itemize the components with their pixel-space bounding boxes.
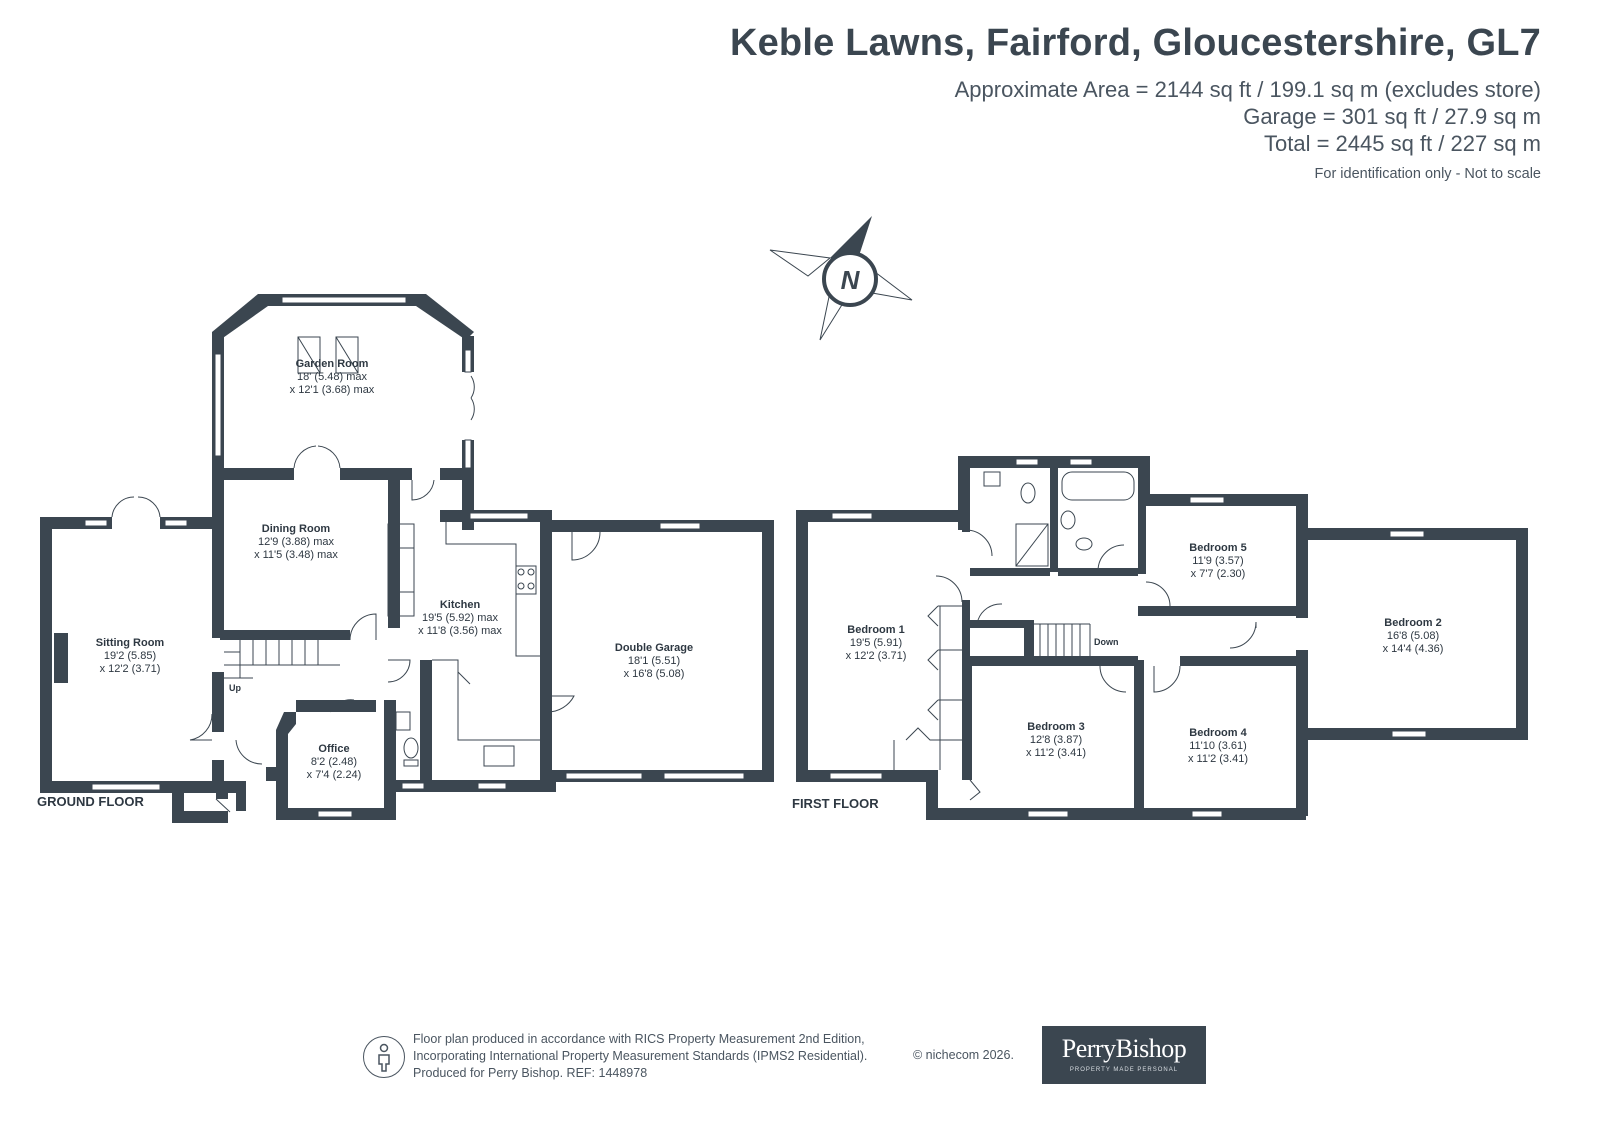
footer-notes: Floor plan produced in accordance with R… (413, 1031, 867, 1082)
footer-copyright: © nichecom 2026. (913, 1048, 1014, 1062)
bedroom-2-name: Bedroom 2 (1384, 617, 1441, 629)
bedroom-3-dim1: 12'8 (3.87) (1030, 734, 1082, 746)
logo-tagline: PROPERTY MADE PERSONAL (1069, 1067, 1179, 1073)
bedroom-4-name: Bedroom 4 (1189, 727, 1247, 739)
sitting-room-dim1: 19'2 (5.85) (104, 650, 156, 662)
garden-room-name: Garden Room (296, 358, 369, 370)
total-area: Total = 2445 sq ft / 227 sq m (1264, 131, 1541, 156)
office-name: Office (318, 743, 349, 755)
ground-room-labels: Garden Room 18' (5.48) max x 12'1 (3.68)… (37, 358, 693, 809)
property-title: Keble Lawns, Fairford, Gloucestershire, … (729, 22, 1541, 64)
bedroom-3-name: Bedroom 3 (1027, 721, 1084, 733)
bedroom-3-dim2: x 11'2 (3.41) (1026, 747, 1086, 759)
bedroom-2-dim1: 16'8 (5.08) (1387, 630, 1439, 642)
first-floor-plan (796, 456, 1528, 820)
garage-dim2: x 16'8 (5.08) (624, 668, 685, 680)
bedroom-4-dim2: x 11'2 (3.41) (1188, 753, 1248, 765)
logo-name: PerryBishop (1061, 1034, 1187, 1063)
approximate-area: Approximate Area = 2144 sq ft / 199.1 sq… (954, 77, 1541, 102)
sitting-room-name: Sitting Room (96, 637, 165, 649)
agency-logo: PerryBishop PROPERTY MADE PERSONAL (1042, 1026, 1206, 1084)
bedroom-1-dim1: 19'5 (5.91) (850, 637, 902, 649)
dining-room-name: Dining Room (262, 523, 331, 535)
dining-room-dim1: 12'9 (3.88) max (258, 536, 335, 548)
kitchen-dim2: x 11'8 (3.56) max (418, 625, 502, 637)
bedroom-1-dim2: x 12'2 (3.71) (846, 650, 907, 662)
compass-rose-icon: N (769, 216, 913, 341)
footer-line-3: Produced for Perry Bishop. REF: 1448978 (413, 1066, 648, 1080)
footer-line-1: Floor plan produced in accordance with R… (413, 1032, 865, 1046)
stairs-up-label: Up (229, 683, 241, 693)
office-dim1: 8'2 (2.48) (311, 756, 357, 768)
stairs-down-label: Down (1094, 637, 1119, 647)
bedroom-2-dim2: x 14'4 (4.36) (1383, 643, 1444, 655)
bedroom-1-name: Bedroom 1 (847, 624, 904, 636)
kitchen-dim1: 19'5 (5.92) max (422, 612, 499, 624)
sitting-room-dim2: x 12'2 (3.71) (100, 663, 161, 675)
garage-dim1: 18'1 (5.51) (628, 655, 680, 667)
garden-room-dim2: x 12'1 (3.68) max (290, 384, 375, 396)
garden-room-dim1: 18' (5.48) max (297, 371, 367, 383)
bedroom-5-name: Bedroom 5 (1189, 542, 1246, 554)
first-floor-label: FIRST FLOOR (792, 796, 879, 811)
compass-north-label: N (841, 265, 861, 295)
bedroom-4-dim1: 11'10 (3.61) (1189, 740, 1247, 752)
ground-floor-plan (40, 294, 774, 823)
garage-area: Garage = 301 sq ft / 27.9 sq m (1243, 104, 1541, 129)
footer-line-2: Incorporating International Property Mea… (413, 1049, 868, 1063)
dining-room-dim2: x 11'5 (3.48) max (254, 549, 338, 561)
garage-name: Double Garage (615, 642, 693, 654)
disclaimer: For identification only - Not to scale (1314, 166, 1541, 182)
bedroom-5-dim2: x 7'7 (2.30) (1191, 568, 1246, 580)
kitchen-name: Kitchen (440, 599, 481, 611)
bedroom-5-dim1: 11'9 (3.57) (1192, 555, 1243, 567)
office-dim2: x 7'4 (2.24) (307, 769, 362, 781)
rics-person-icon (363, 1036, 405, 1078)
ground-floor-label: GROUND FLOOR (37, 794, 144, 809)
first-room-labels: Bedroom 1 19'5 (5.91) x 12'2 (3.71) Bedr… (792, 542, 1443, 811)
